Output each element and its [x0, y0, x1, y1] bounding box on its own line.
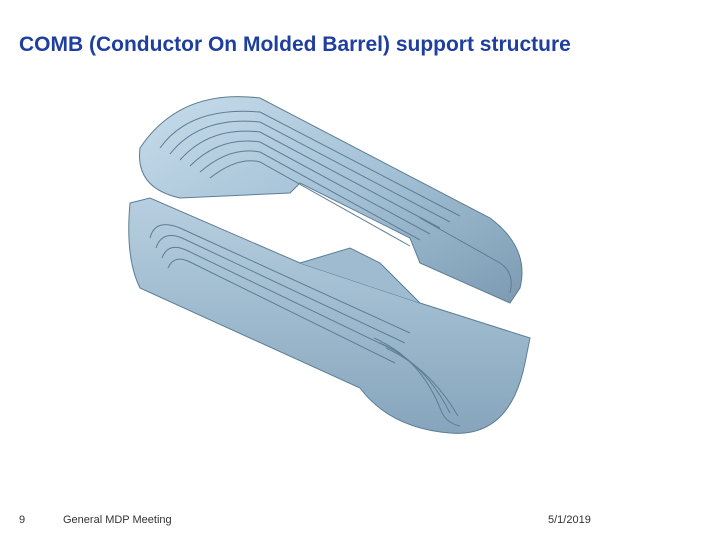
upper-half-shell: [139, 96, 523, 304]
comb-barrel-cad-model: [128, 96, 531, 434]
slide-number: 9: [19, 514, 26, 526]
footer-meeting-name: General MDP Meeting: [63, 514, 172, 526]
footer-date: 5/1/2019: [548, 514, 591, 526]
slide-title: COMB (Conductor On Molded Barrel) suppor…: [19, 33, 571, 56]
lower-half-shell: [128, 197, 531, 434]
